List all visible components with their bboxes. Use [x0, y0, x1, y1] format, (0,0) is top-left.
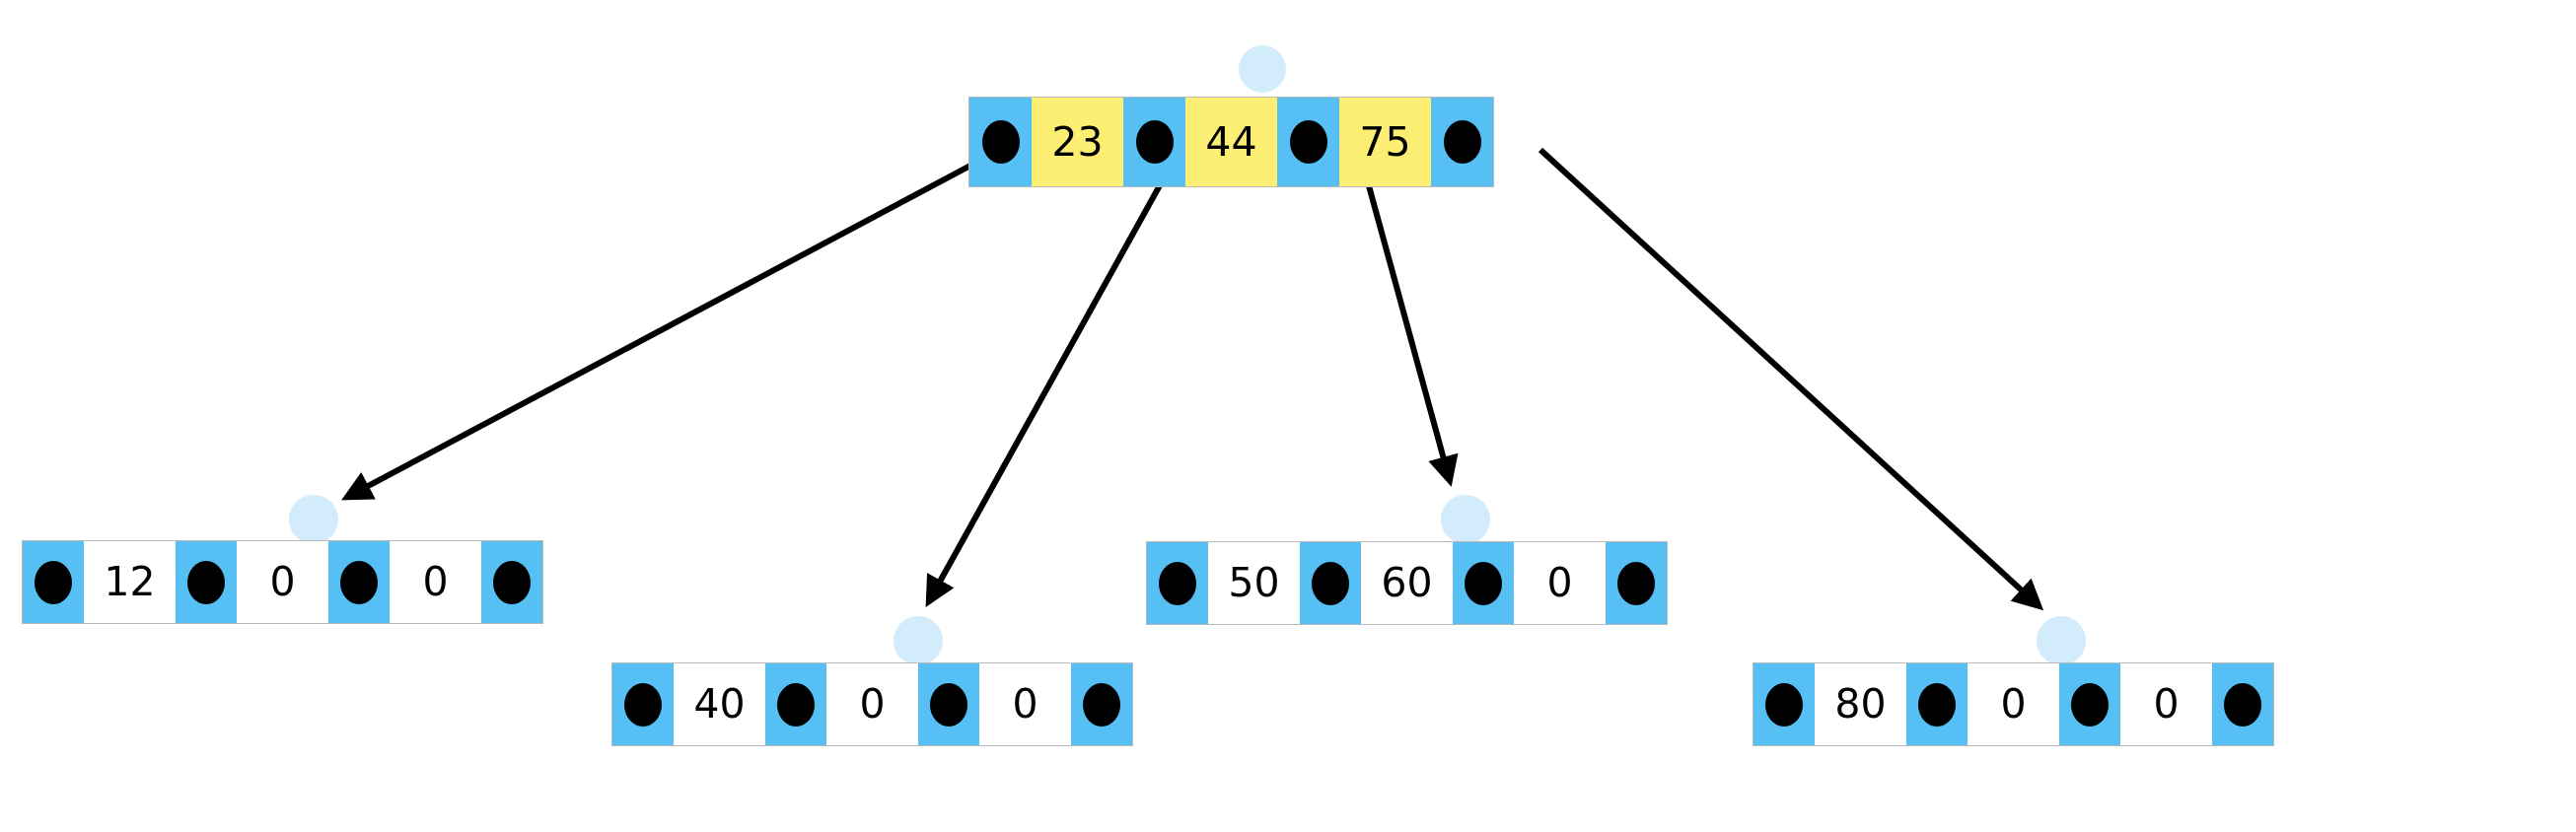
pointer-cell[interactable] [2212, 663, 2273, 745]
pointer-cell[interactable] [23, 541, 84, 623]
pointer-dot-icon [340, 560, 378, 604]
pointer-cell[interactable] [1123, 98, 1185, 186]
key-cell[interactable]: 60 [1361, 542, 1453, 624]
edge-root-p0-leaf1 [341, 147, 1002, 501]
key-cell[interactable]: 50 [1208, 542, 1300, 624]
key-value: 0 [2000, 680, 2027, 728]
key-value: 0 [859, 680, 886, 728]
pointer-dot-icon [35, 560, 72, 604]
key-value: 60 [1381, 559, 1433, 606]
pointer-dot-icon [624, 682, 662, 727]
edge-root-p3-leaf4 [1538, 147, 2044, 611]
pointer-cell[interactable] [1753, 663, 1815, 745]
pointer-cell[interactable] [1300, 542, 1361, 624]
key-cell[interactable]: 75 [1339, 98, 1431, 186]
pointer-dot-icon [930, 682, 967, 727]
pointer-cell[interactable] [1431, 98, 1493, 186]
edge-root-p2-leaf3 [1356, 149, 1459, 487]
key-cell[interactable]: 0 [1514, 542, 1606, 624]
key-value: 75 [1359, 117, 1411, 166]
pointer-cell[interactable] [2059, 663, 2120, 745]
pointer-cell[interactable] [328, 541, 390, 623]
pointer-dot-icon [777, 682, 815, 727]
pointer-dot-icon [1918, 682, 1956, 727]
leaf-node-leaf1[interactable]: 12 0 0 [22, 540, 543, 624]
key-cell[interactable]: 40 [674, 663, 765, 745]
key-cell[interactable]: 0 [390, 541, 481, 623]
pointer-dot-icon [981, 120, 1020, 164]
key-value: 0 [269, 558, 296, 605]
leaf-node-leaf4[interactable]: 80 0 0 [1753, 662, 2274, 746]
node-halo-circle [1239, 45, 1286, 93]
node-halo-circle [2037, 616, 2086, 665]
pointer-cell[interactable] [1071, 663, 1132, 745]
key-cell[interactable]: 23 [1032, 98, 1123, 186]
pointer-dot-icon [1135, 120, 1174, 164]
node-halo-circle [894, 616, 943, 665]
tree-edges [341, 147, 2044, 611]
pointer-cell[interactable] [1453, 542, 1514, 624]
pointer-cell[interactable] [969, 98, 1032, 186]
pointer-dot-icon [1289, 120, 1327, 164]
pointer-cell[interactable] [612, 663, 674, 745]
key-value: 50 [1228, 559, 1280, 606]
key-value: 80 [1834, 680, 1887, 728]
pointer-dot-icon [1465, 561, 1502, 605]
pointer-cell[interactable] [481, 541, 542, 623]
root-node-root[interactable]: 23 44 75 [968, 97, 1494, 187]
node-halo-circle [1441, 495, 1490, 544]
pointer-dot-icon [1765, 682, 1803, 727]
pointer-cell[interactable] [765, 663, 826, 745]
key-value: 0 [1012, 680, 1038, 728]
pointer-dot-icon [187, 560, 225, 604]
pointer-cell[interactable] [1906, 663, 1968, 745]
key-value: 40 [693, 680, 746, 728]
pointer-cell[interactable] [1147, 542, 1208, 624]
leaf-node-leaf2[interactable]: 40 0 0 [611, 662, 1133, 746]
pointer-dot-icon [1159, 561, 1196, 605]
key-value: 23 [1051, 117, 1104, 166]
pointer-cell[interactable] [176, 541, 237, 623]
key-cell[interactable]: 80 [1815, 663, 1906, 745]
pointer-dot-icon [1443, 120, 1481, 164]
key-value: 12 [104, 558, 156, 605]
key-value: 44 [1205, 117, 1257, 166]
pointer-dot-icon [1312, 561, 1349, 605]
pointer-dot-icon [493, 560, 531, 604]
key-cell[interactable]: 0 [237, 541, 328, 623]
pointer-dot-icon [2071, 682, 2109, 727]
pointer-cell[interactable] [918, 663, 979, 745]
pointer-dot-icon [1083, 682, 1120, 727]
pointer-dot-icon [2224, 682, 2261, 727]
leaf-node-leaf3[interactable]: 50 60 0 [1146, 541, 1668, 625]
key-cell[interactable]: 0 [979, 663, 1071, 745]
pointer-cell[interactable] [1606, 542, 1667, 624]
key-value: 0 [2153, 680, 2180, 728]
key-cell[interactable]: 44 [1185, 98, 1277, 186]
key-cell[interactable]: 0 [2120, 663, 2212, 745]
pointer-cell[interactable] [1277, 98, 1339, 186]
key-cell[interactable]: 0 [826, 663, 918, 745]
key-value: 0 [1546, 559, 1573, 606]
key-value: 0 [422, 558, 449, 605]
edge-root-p1-leaf2 [925, 148, 1182, 607]
key-cell[interactable]: 12 [84, 541, 176, 623]
pointer-dot-icon [1617, 561, 1655, 605]
key-cell[interactable]: 0 [1968, 663, 2059, 745]
node-halo-circle [289, 495, 338, 544]
